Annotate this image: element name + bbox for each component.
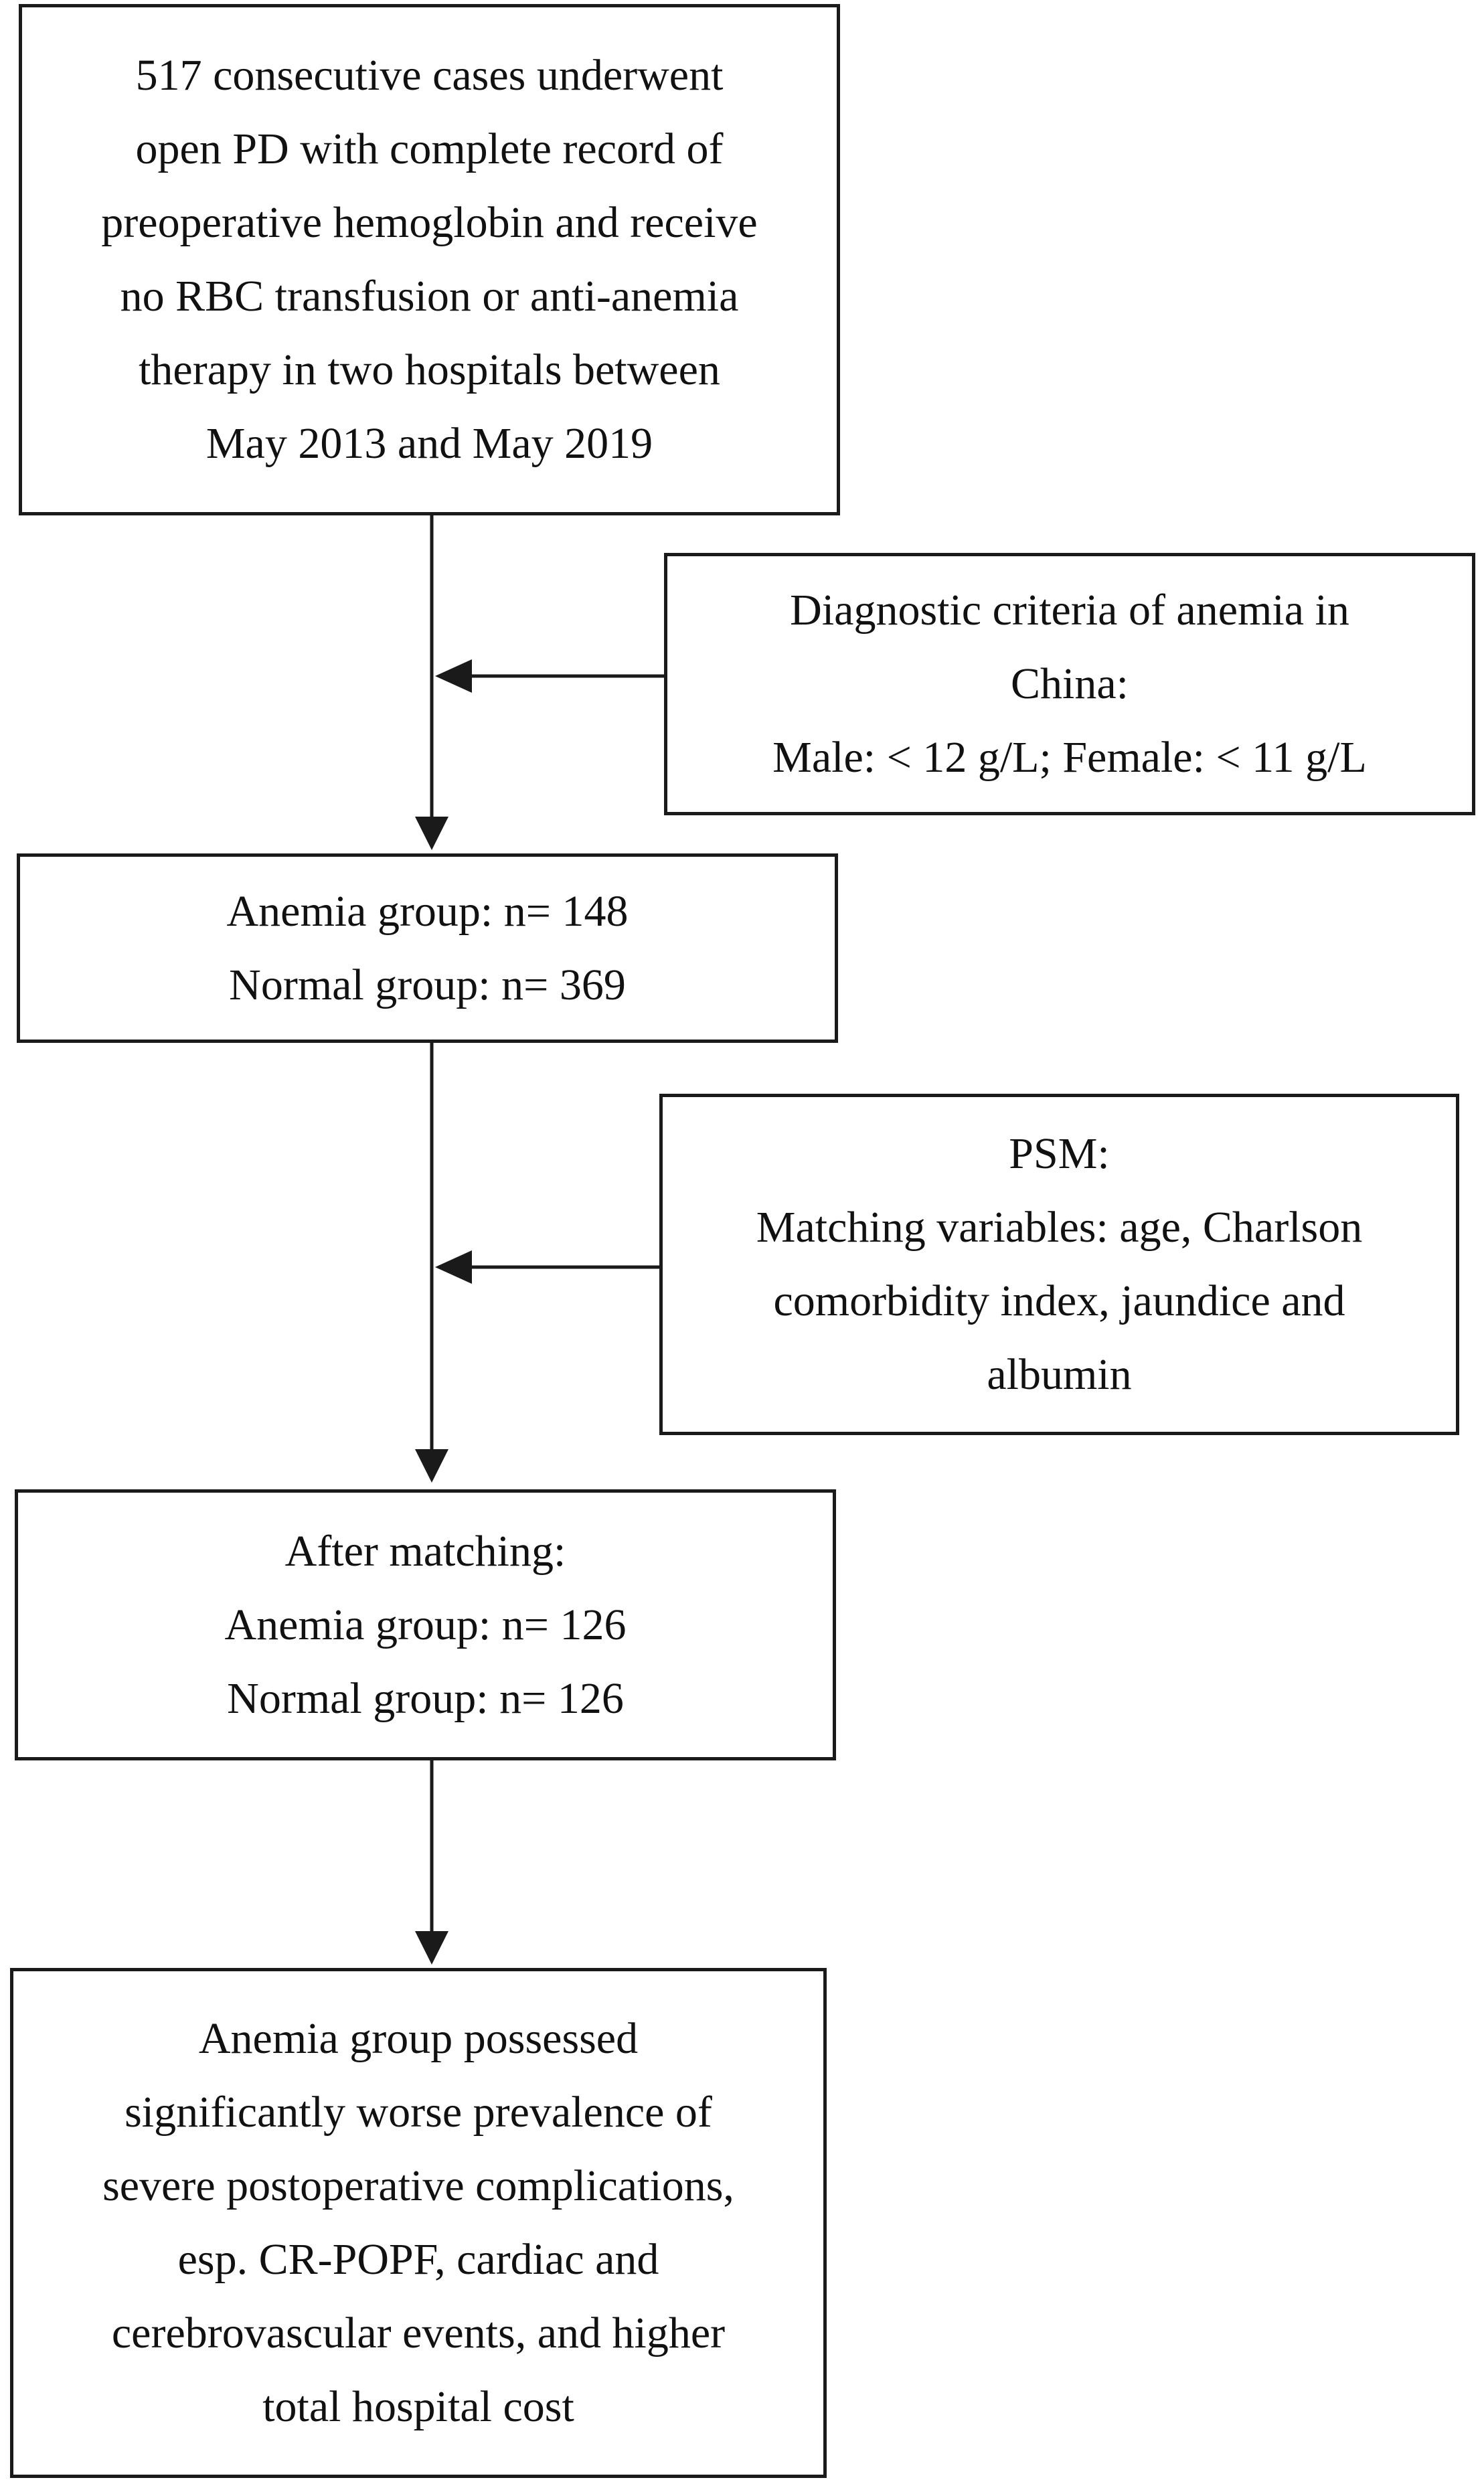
arrowhead-left-2 [435,1250,472,1284]
box-text-line: total hospital cost [262,2382,574,2431]
box-text-line: PSM: [1009,1129,1110,1178]
box-text-line: Anemia group possessed [198,2014,639,2063]
box-text-line: no RBC transfusion or anti-anemia [120,272,739,321]
box-text-line: open PD with complete record of [135,125,724,173]
arrowhead-down-1 [415,817,448,850]
box-text-line: severe postoperative complications, [102,2161,734,2210]
box-text-line: cerebrovascular events, and higher [111,2309,726,2357]
box-initial-groups: Anemia group: n= 148 Normal group: n= 36… [17,853,838,1043]
box-text-line: After matching: [284,1526,566,1576]
arrowhead-left-1 [435,659,472,693]
box-text-line: therapy in two hospitals between [139,345,720,394]
box-outcome: Anemia group possessed significantly wor… [10,1968,827,2478]
box-text-line: Normal group: n= 126 [227,1673,624,1723]
box-text-line: Diagnostic criteria of anemia in [790,586,1349,635]
box-text-line: preoperative hemoglobin and receive [101,198,758,247]
box-matched-groups: After matching: Anemia group: n= 126 Nor… [15,1489,836,1760]
arrowhead-down-3 [415,1931,448,1965]
box-text-line: Anemia group: n= 148 [226,886,629,936]
box-text-line: significantly worse prevalence of [125,2088,712,2137]
arrowhead-down-2 [415,1449,448,1483]
box-text-line: Male: < 12 g/L; Female: < 11 g/L [772,733,1367,782]
box-text-line: Normal group: n= 369 [229,960,626,1009]
box-text-line: esp. CR-POPF, cardiac and [177,2235,659,2284]
box-text-line: May 2013 and May 2019 [205,419,653,468]
box-anemia-criteria: Diagnostic criteria of anemia in China: … [664,553,1475,815]
box-text-line: Matching variables: age, Charlson [756,1203,1363,1252]
box-psm: PSM: Matching variables: age, Charlson c… [659,1094,1459,1435]
box-text-line: comorbidity index, jaundice and [773,1276,1345,1325]
box-text-line: 517 consecutive cases underwent [135,51,724,100]
box-text-line: Anemia group: n= 126 [224,1600,627,1649]
box-initial-cohort: 517 consecutive cases underwent open PD … [19,4,840,515]
box-text-line: albumin [987,1350,1132,1399]
box-text-line: China: [1011,659,1129,708]
